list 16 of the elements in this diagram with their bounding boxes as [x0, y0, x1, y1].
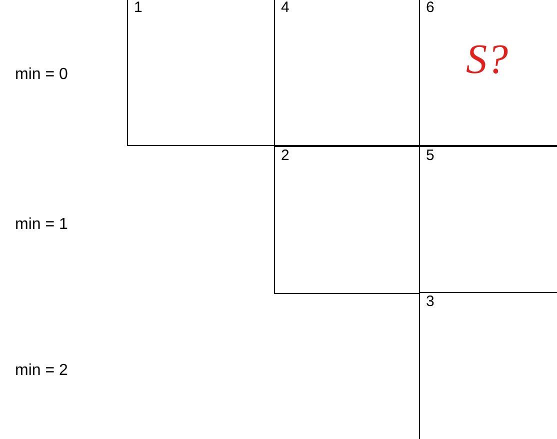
- grid-square: [419, 146, 557, 294]
- cell-number: 3: [426, 293, 434, 310]
- row-label: min = 1: [15, 216, 68, 234]
- cell-number: 5: [426, 147, 434, 164]
- grid-square: [419, 292, 557, 439]
- grid-square: [127, 0, 276, 146]
- row-label: min = 2: [15, 362, 68, 380]
- cell-number: 6: [426, 0, 434, 16]
- cell-number: 4: [281, 0, 290, 16]
- grid-square: [274, 146, 421, 294]
- cell-number: 2: [281, 147, 290, 164]
- grid-square: [274, 0, 421, 146]
- cell-number: 1: [134, 0, 142, 16]
- cell-annotation: S?: [466, 37, 508, 83]
- row-label: min = 0: [15, 66, 68, 84]
- grid-square: [419, 0, 557, 146]
